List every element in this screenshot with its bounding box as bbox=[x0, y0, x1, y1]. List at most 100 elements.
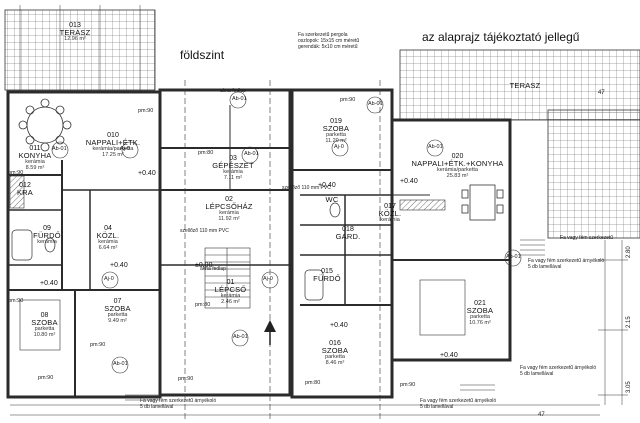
door-window-tag: Ab-01 bbox=[233, 334, 248, 340]
level-marker: +0.40 bbox=[330, 322, 348, 329]
room-number: 010 bbox=[107, 132, 119, 139]
room-name: SZOBA bbox=[321, 346, 349, 356]
pergola-lines bbox=[19, 5, 141, 92]
dimension-lines bbox=[10, 240, 628, 416]
shade-note: Fa vagy fém szerkezetű árnyékoló 5 db la… bbox=[528, 258, 604, 270]
room-name: LÉPCSŐHÁZ bbox=[205, 202, 253, 212]
room-number: 020 bbox=[451, 153, 464, 160]
note-line: Fa vagy fém szerkezetű árnyékoló bbox=[140, 398, 217, 404]
room-floor: kerámia bbox=[219, 210, 239, 217]
room-area: 25.83 m² bbox=[446, 172, 469, 179]
level-marker: ±0.00 bbox=[195, 262, 213, 269]
room-name: FÜRDŐ bbox=[33, 231, 61, 241]
room-area: 11.20 m² bbox=[325, 137, 347, 144]
opening-tag: pm:80 bbox=[305, 380, 321, 386]
room-floor: kerámia bbox=[37, 239, 57, 246]
manhole-note: akna fedlap bbox=[220, 88, 246, 94]
dimension-label: 2.15 bbox=[626, 316, 632, 328]
door-window-tag: Ab-01 bbox=[113, 361, 128, 367]
room-label: 03 GÉPÉSZET kerámia 7.11 m² bbox=[208, 155, 258, 182]
room-name: KONYHA bbox=[18, 151, 52, 161]
door-window-tag: Ab-01 bbox=[428, 144, 443, 150]
room-area: 9.49 m² bbox=[108, 317, 127, 324]
room-floor: kerámia bbox=[380, 217, 400, 224]
note-line: oszlopok: 15x15 cm méretű bbox=[298, 38, 360, 44]
room-name: GARD. bbox=[335, 232, 361, 242]
opening-tag: pm:80 bbox=[195, 302, 211, 308]
opening-tag: pm:90 bbox=[138, 108, 154, 114]
right-building-walls bbox=[290, 88, 512, 399]
door-window-tag: Aj-0 bbox=[120, 146, 130, 152]
dimension-label: 3.05 bbox=[626, 381, 632, 393]
room-label: 011 KONYHA kerámia 8.59 m² bbox=[10, 145, 60, 172]
room-label: 018 GARD. bbox=[333, 226, 363, 241]
vent-note: szellőző 110 mm PVC bbox=[180, 228, 229, 234]
room-number: 03 bbox=[229, 155, 237, 162]
room-name: KÖZL. bbox=[378, 209, 402, 219]
dimension-label: 47 bbox=[598, 90, 605, 96]
room-label: 01 LÉPCSŐ kerámia 2.46 m² bbox=[208, 279, 253, 306]
room-number: 017 bbox=[384, 203, 396, 210]
room-number: 02 bbox=[225, 196, 233, 203]
note-line: Fa vagy fém szerkezetű árnyékoló bbox=[528, 258, 605, 264]
room-number: 015 bbox=[321, 268, 333, 275]
room-floor: parketta bbox=[325, 354, 345, 361]
shade-note: Fa vagy fém szerkezetű árnyékoló 5 db la… bbox=[420, 398, 496, 410]
note-line: 5 db lamellával bbox=[420, 404, 454, 410]
kitchen-counter bbox=[9, 175, 446, 211]
door-window-tag: Ab-01 bbox=[244, 151, 259, 157]
room-number: 04 bbox=[104, 225, 112, 232]
room-area: 7.11 m² bbox=[223, 174, 243, 181]
room-label: 017 KÖZL. kerámia bbox=[372, 203, 408, 224]
room-name: LÉPCSŐ bbox=[214, 285, 247, 295]
note-line: Fa vagy fém szerkezetű árnyékoló bbox=[520, 365, 597, 371]
dining-table-right bbox=[461, 184, 504, 221]
room-name: NAPPALI+ÉTK. bbox=[85, 138, 141, 148]
opening-tag: pm:90 bbox=[400, 382, 416, 388]
room-label: 02 LÉPCSŐHÁZ kerámia 11.92 m² bbox=[198, 196, 260, 223]
staircase bbox=[204, 247, 251, 309]
room-area: 2.46 m² bbox=[221, 298, 240, 305]
room-number: 01 bbox=[226, 279, 235, 286]
beds bbox=[19, 279, 466, 351]
dining-table-left bbox=[18, 98, 72, 152]
room-floor: parketta bbox=[34, 326, 55, 333]
room-area: 10.80 m² bbox=[33, 331, 56, 338]
plan-disclaimer: az alaprajz tájékoztató jellegű bbox=[422, 30, 580, 44]
note-line: 5 db lamellával bbox=[520, 371, 554, 377]
note-line: 5 db lamellával bbox=[140, 404, 174, 410]
room-floor: parketta bbox=[470, 314, 490, 321]
room-name: TERASZ bbox=[509, 81, 541, 90]
room-area: 10.76 m² bbox=[469, 319, 491, 326]
room-label: 04 KÖZL. kerámia 6.64 m² bbox=[88, 225, 128, 252]
room-number: 019 bbox=[330, 118, 342, 125]
bathroom-fixtures bbox=[11, 202, 341, 301]
room-name: FÜRDŐ bbox=[313, 274, 341, 284]
note-line: gerendák: 5x10 cm méretű bbox=[298, 44, 358, 50]
room-number: 09 bbox=[43, 225, 51, 232]
room-label: 09 FÜRDŐ kerámia bbox=[30, 225, 64, 246]
room-label: 020 NAPPALI+ÉTK.+KONYHA kerámia/parketta… bbox=[400, 153, 515, 180]
room-name: GÉPÉSZET bbox=[212, 161, 254, 171]
opening-tag: pm:90 bbox=[8, 298, 24, 304]
room-floor: kerámia bbox=[223, 169, 243, 176]
room-area: 12.96 m² bbox=[64, 36, 86, 43]
opening-tag: pm:90 bbox=[340, 97, 356, 103]
room-floor: kerámia bbox=[220, 293, 241, 300]
terrace-right-hatch bbox=[399, 49, 640, 239]
opening-tag: pm:80 bbox=[198, 150, 214, 156]
terrace-left-hatch bbox=[4, 9, 156, 91]
room-floor: parketta bbox=[326, 132, 346, 139]
room-label: 012 KRA bbox=[10, 182, 40, 197]
room-label: 08 SZOBA parketta 10.80 m² bbox=[22, 312, 67, 339]
level-marker: +0.40 bbox=[110, 262, 128, 269]
room-number: 011 bbox=[29, 145, 41, 152]
section-markers bbox=[51, 80, 522, 420]
room-number: 012 bbox=[19, 182, 31, 189]
room-number: 08 bbox=[40, 312, 49, 319]
room-number: 016 bbox=[329, 340, 341, 347]
room-label: 07 SZOBA parketta 9.49 m² bbox=[95, 298, 140, 325]
manhole-note: akna fedlap bbox=[200, 266, 226, 272]
door-window-tag: Ab-01 bbox=[232, 96, 247, 102]
note-line: 5 db lamellával bbox=[528, 264, 562, 270]
